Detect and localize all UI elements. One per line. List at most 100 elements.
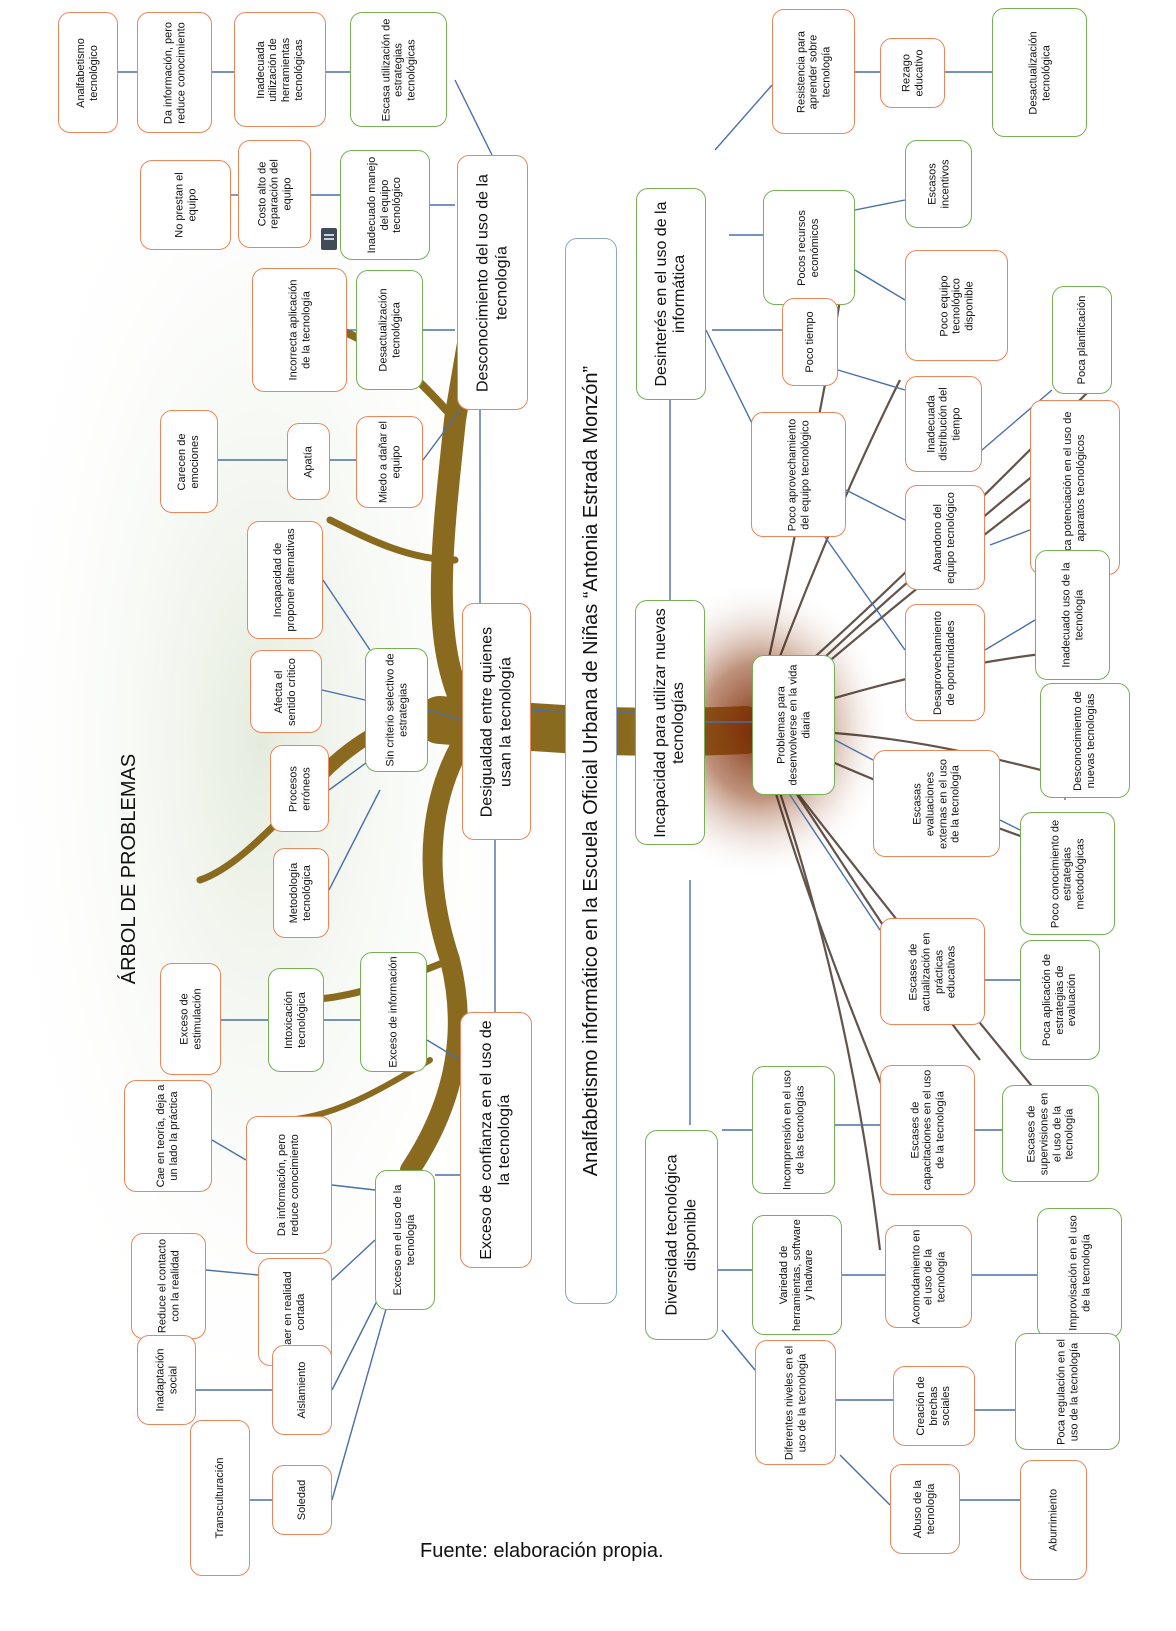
effect-box-desconocimiento-label: Desconocimiento del uso de la tecnología bbox=[460, 159, 525, 406]
cause-poco-aprovechamiento-label: Poco aprovechamiento del equipo tecnológ… bbox=[754, 416, 843, 533]
cause-inadecuado-uso: Inadecuado uso de la tecnología bbox=[1035, 550, 1110, 680]
effect-no-prestan-label: No prestan el equipo bbox=[143, 164, 228, 246]
effect-box-desconocimiento: Desconocimiento del uso de la tecnología bbox=[457, 155, 528, 410]
cause-poco-conocimiento: Poco conocimiento de estrategias metodol… bbox=[1020, 812, 1115, 935]
cause-abuso-label: Abuso de la tecnología bbox=[893, 1468, 957, 1550]
effect-inadecuada-utilizacion: Inadecuada utilización de herramientas t… bbox=[234, 12, 326, 127]
cause-poca-aplicacion-label: Poca aplicación de estrategias de evalua… bbox=[1023, 944, 1097, 1056]
effect-inadaptacion: Inadaptación social bbox=[137, 1335, 196, 1425]
cause-desconocimiento-label: Desconocimiento de nuevas tecnologías bbox=[1043, 687, 1127, 794]
effect-exceso-uso: Exceso en el uso de la tecnología bbox=[375, 1170, 435, 1310]
cause-variedad-label: Variedad de herramientas, software y had… bbox=[755, 1219, 839, 1331]
cause-desconocimiento: Desconocimiento de nuevas tecnologías bbox=[1040, 683, 1130, 798]
cause-poco-conocimiento-label: Poco conocimiento de estrategias metodol… bbox=[1023, 816, 1112, 931]
cause-inadecuado-uso-label: Inadecuado uso de la tecnología bbox=[1038, 554, 1107, 676]
cause-pocos-recursos-label: Pocos recursos económicos bbox=[766, 194, 852, 301]
effect-escasa-utilizacion: Escasa utilización de estrategias tecnol… bbox=[350, 12, 447, 127]
cause-improvisacion-label: Improvisación en el uso de la tecnología bbox=[1040, 1212, 1119, 1334]
diagram-title: ÁRBOL DE PROBLEMAS bbox=[104, 664, 154, 1074]
cause-variedad: Variedad de herramientas, software y had… bbox=[752, 1215, 842, 1335]
effect-exceso-estimulacion-label: Exceso de estimulación bbox=[163, 967, 218, 1071]
cause-abandono: Abandono del equipo tecnológico bbox=[905, 485, 985, 590]
effect-desactualizacion-label: Desactualización tecnológica bbox=[359, 274, 420, 386]
effect-incapacidad-proponer-label: Incapacidad de proponer alternativas bbox=[250, 525, 320, 635]
cause-poca-planificacion: Poca planificación bbox=[1052, 286, 1112, 394]
cause-acomodamiento-label: Acomodamiento en el uso de la tecnología bbox=[888, 1229, 969, 1324]
cause-inadecuada-distribucion-label: Inadecuada distribución del tiempo bbox=[908, 380, 979, 468]
cause-poca-potenciacion-label: Poca potenciación en el uso de aparatos … bbox=[1033, 404, 1117, 571]
effect-intoxicacion-label: Intoxicación tecnológica bbox=[271, 972, 321, 1068]
effect-da-informacion: Da información, pero reduce conocimiento bbox=[137, 12, 212, 133]
cause-poca-planificacion-label: Poca planificación bbox=[1055, 290, 1109, 390]
central-problem-box: Analfabetismo informático en la Escuela … bbox=[565, 238, 617, 1304]
effect-box-desigualdad: Desigualdad entre quienes usan la tecnol… bbox=[462, 603, 531, 840]
cause-pocos-recursos: Pocos recursos económicos bbox=[763, 190, 855, 305]
effect-incorrecta-aplicacion: Incorrecta aplicación de la tecnología bbox=[252, 268, 347, 392]
cause-poco-equipo-label: Poco equipo tecnológico disponible bbox=[908, 254, 1005, 357]
cause-escases-supervisiones-label: Escases de supervisiones en el uso de la… bbox=[1005, 1089, 1096, 1178]
cause-poca-regulacion: Poca regulación en el uso de la tecnolog… bbox=[1015, 1333, 1120, 1450]
cause-resistencia-label: Resistencia para aprender sobre tecnolog… bbox=[775, 13, 852, 130]
effect-miedo-danar: Miedo a dañar el equipo bbox=[356, 416, 423, 508]
cause-rezago: Rezago educativo bbox=[880, 38, 945, 108]
cause-improvisacion: Improvisación en el uso de la tecnología bbox=[1037, 1208, 1122, 1338]
cause-escases-actualizacion: Escases de actualización en prácticas ed… bbox=[880, 918, 985, 1025]
effect-box-exceso-confianza-label: Exceso de confianza en el uso de la tecn… bbox=[463, 1016, 529, 1264]
cause-escases-capacitaciones-label: Escases de capacitaciones en el uso de l… bbox=[883, 1069, 972, 1191]
effect-cae-teoria: Cae en teoría, deja a un lado la práctic… bbox=[124, 1080, 212, 1192]
effect-transculturacion-label: Transculturación bbox=[193, 1424, 247, 1572]
cause-abandono-label: Abandono del equipo tecnológico bbox=[908, 489, 982, 586]
effect-carecen-emociones-label: Carecen de emociones bbox=[163, 414, 215, 509]
cause-desaprovechamiento: Desaprovechamiento de oportunidades bbox=[905, 604, 985, 721]
effect-da-informacion-2-label: Da información, pero reduce conocimiento bbox=[249, 1120, 329, 1250]
cause-escasos-incentivos: Escasos incentivos bbox=[905, 140, 972, 228]
scroll-marker-icon bbox=[321, 228, 337, 250]
cause-abuso: Abuso de la tecnología bbox=[890, 1464, 960, 1554]
effect-incorrecta-aplicacion-label: Incorrecta aplicación de la tecnología bbox=[255, 272, 344, 388]
cause-resistencia: Resistencia para aprender sobre tecnolog… bbox=[772, 9, 855, 134]
cause-incomprension: Incomprensión en el uso de las tecnologí… bbox=[752, 1066, 835, 1194]
cause-box-diversidad-label: Diversidad tecnológica disponible bbox=[648, 1134, 715, 1336]
effect-no-prestan: No prestan el equipo bbox=[140, 160, 231, 250]
cause-poco-aprovechamiento: Poco aprovechamiento del equipo tecnológ… bbox=[751, 412, 846, 537]
effect-afecta-sentido: Afecta el sentido crítico bbox=[250, 650, 322, 733]
effect-aislamiento: Aislamiento bbox=[272, 1345, 332, 1435]
cause-escasos-incentivos-label: Escasos incentivos bbox=[908, 144, 969, 224]
cause-rezago-label: Rezago educativo bbox=[883, 42, 942, 104]
effect-soledad: Soledad bbox=[272, 1465, 332, 1535]
effect-analfabetismo-label: Analfabetismo tecnológico bbox=[61, 16, 115, 129]
effect-apatia-label: Apatía bbox=[290, 427, 327, 496]
effect-metodologia-label: Metodología tecnológica bbox=[276, 852, 326, 934]
effect-da-informacion-2: Da información, pero reduce conocimiento bbox=[246, 1116, 332, 1254]
cause-problemas-desenvolverse: Problemas para desenvolverse en la vida … bbox=[752, 655, 835, 795]
cause-aburrimiento-label: Aburrimiento bbox=[1023, 1464, 1084, 1576]
cause-box-diversidad: Diversidad tecnológica disponible bbox=[645, 1130, 718, 1340]
cause-diferentes-niveles-label: Diferentes niveles en el uso de la tecno… bbox=[758, 1344, 833, 1461]
cause-escases-actualizacion-label: Escases de actualización en prácticas ed… bbox=[883, 922, 982, 1021]
effect-inadecuado-manejo: Inadecuado manejo del equipo tecnológico bbox=[340, 150, 430, 260]
effect-incapacidad-proponer: Incapacidad de proponer alternativas bbox=[247, 521, 323, 639]
effect-box-exceso-confianza: Exceso de confianza en el uso de la tecn… bbox=[460, 1012, 532, 1268]
figure-caption: Fuente: elaboración propia. bbox=[420, 1540, 664, 1563]
cause-desactualizacion: Desactualización tecnológica bbox=[992, 8, 1087, 137]
cause-desactualizacion-label: Desactualización tecnológica bbox=[995, 12, 1084, 133]
effect-metodologia: Metodología tecnológica bbox=[273, 848, 329, 938]
effect-escasa-utilizacion-label: Escasa utilización de estrategias tecnol… bbox=[353, 16, 444, 123]
effect-procesos-erroneos-label: Procesos erróneos bbox=[273, 749, 326, 828]
cause-diferentes-niveles: Diferentes niveles en el uso de la tecno… bbox=[755, 1340, 836, 1465]
effect-sin-criterio-label: Sin criterio selectivo de estrategias bbox=[368, 652, 425, 768]
cause-poca-regulacion-label: Poca regulación en el uso de la tecnolog… bbox=[1018, 1337, 1117, 1446]
effect-apatia: Apatía bbox=[287, 423, 330, 500]
cause-problemas-desenvolverse-label: Problemas para desenvolverse en la vida … bbox=[755, 659, 832, 791]
cause-poco-equipo: Poco equipo tecnológico disponible bbox=[905, 250, 1008, 361]
effect-analfabetismo: Analfabetismo tecnológico bbox=[58, 12, 118, 133]
effect-soledad-label: Soledad bbox=[275, 1469, 329, 1531]
effect-costo-reparacion: Costo alto de reparación del equipo bbox=[238, 140, 311, 248]
cause-escases-supervisiones: Escases de supervisiones en el uso de la… bbox=[1002, 1085, 1099, 1182]
effect-afecta-sentido-label: Afecta el sentido crítico bbox=[253, 654, 319, 729]
cause-escasas-evaluaciones: Escasas evaluaciones externas en el uso … bbox=[873, 750, 1000, 857]
cause-poco-tiempo-label: Poco tiempo bbox=[785, 302, 835, 382]
cause-escasas-evaluaciones-label: Escasas evaluaciones externas en el uso … bbox=[876, 754, 997, 853]
cause-desaprovechamiento-label: Desaprovechamiento de oportunidades bbox=[908, 608, 982, 717]
effect-exceso-informacion: Exceso de información bbox=[360, 952, 427, 1072]
